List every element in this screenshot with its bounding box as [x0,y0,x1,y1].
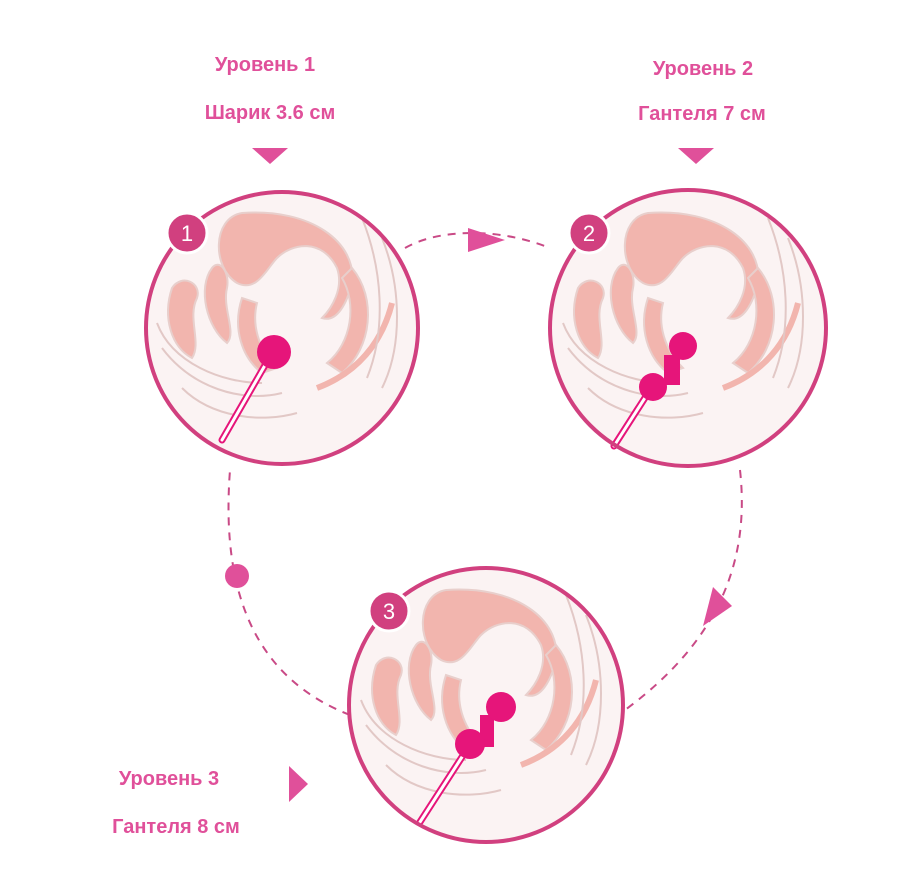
triangle-pointer-icon [252,148,288,164]
dumbbell-ball-bottom [639,373,667,401]
level-1-illustration: 1 [144,190,420,466]
ball-device [257,335,291,369]
number-badge-icon [567,211,611,255]
level-3-size: Гантеля 8 см [112,816,240,838]
level-2-illustration: 2 [548,188,828,468]
level-3-title: Уровень 3 [118,768,220,790]
level-2-size: Гантеля 7 см [638,103,766,125]
triangle-pointer-icon [289,766,308,802]
badge-number-3: 3 [383,599,395,624]
badge-number-1: 1 [181,221,193,246]
level-1-size: Шарик 3.6 см [204,102,336,124]
dashed-path-2-to-3 [624,469,743,711]
triangle-pointer-icon [678,148,714,164]
level-1-title: Уровень 1 [214,54,316,76]
number-badge-icon [367,589,411,633]
dumbbell-ball-top [486,692,516,722]
level-3-illustration: 3 [347,566,625,844]
number-badge-icon [165,211,209,255]
dashed-path-3-to-1 [227,469,351,716]
dashed-arrow-icon [468,228,505,252]
badge-number-2: 2 [583,221,595,246]
level-2-title: Уровень 2 [652,58,754,80]
dumbbell-ball-bottom [455,729,485,759]
dumbbell-ball-top [669,332,697,360]
dashed-arrow-icon [703,587,732,626]
path-dot [225,564,249,588]
